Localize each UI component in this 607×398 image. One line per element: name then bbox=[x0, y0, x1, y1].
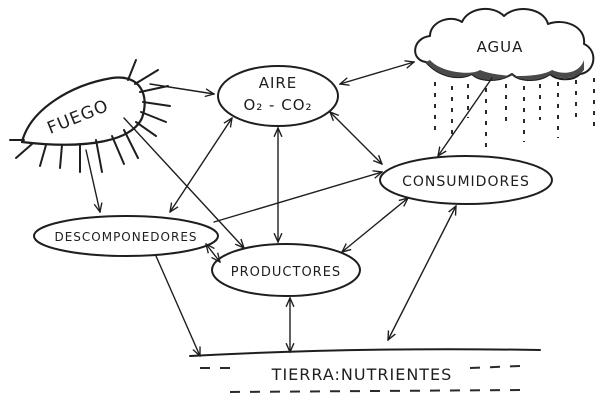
ground-hatching bbox=[200, 365, 521, 393]
arrow-aire-consumidores bbox=[330, 112, 382, 164]
arrow-agua-consumidores bbox=[438, 77, 493, 156]
consumidores-node: CONSUMIDORES bbox=[379, 155, 553, 205]
aire-formula: O₂ - CO₂ bbox=[243, 96, 312, 114]
arrows bbox=[85, 62, 493, 356]
arrow-aire-agua bbox=[340, 62, 414, 84]
productores-label: PRODUCTORES bbox=[231, 265, 341, 280]
tierra-node: TIERRA:NUTRIENTES bbox=[189, 348, 541, 393]
agua-node: AGUA bbox=[414, 7, 595, 150]
aire-node: AIRE O₂ - CO₂ bbox=[217, 65, 339, 127]
descomponedores-node: DESCOMPONEDORES bbox=[33, 215, 219, 257]
arrow-descomponedores-productores bbox=[206, 244, 220, 262]
fuego-node: FUEGO bbox=[9, 59, 171, 173]
arrow-aire-descomponedores bbox=[170, 118, 232, 212]
consumidores-label: CONSUMIDORES bbox=[402, 174, 530, 190]
arrow-descomponedores-tierra bbox=[155, 255, 200, 356]
descomponedores-label: DESCOMPONEDORES bbox=[54, 230, 197, 244]
agua-label: AGUA bbox=[477, 38, 524, 56]
arrow-fuego-productores bbox=[123, 117, 244, 248]
tierra-label: TIERRA:NUTRIENTES bbox=[271, 365, 453, 384]
aire-label: AIRE bbox=[259, 74, 298, 92]
aire-ellipse bbox=[217, 65, 339, 127]
consumidores-ellipse bbox=[379, 155, 553, 205]
ground-line bbox=[189, 348, 541, 357]
arrow-fuego-descomponedores bbox=[85, 149, 100, 212]
arrow-descomponedores-consumidores bbox=[213, 172, 382, 223]
descomponedores-ellipse bbox=[33, 215, 219, 257]
sun-rays bbox=[9, 59, 171, 173]
sun-body bbox=[20, 76, 146, 146]
cloud-shading bbox=[426, 60, 584, 80]
productores-ellipse bbox=[211, 243, 361, 297]
rain-drops bbox=[434, 78, 595, 150]
productores-node: PRODUCTORES bbox=[211, 243, 361, 297]
fuego-label: FUEGO bbox=[44, 96, 111, 139]
arrow-productores-consumidores bbox=[342, 198, 408, 252]
arrow-consumidores-tierra bbox=[388, 206, 456, 340]
arrow-fuego-aire bbox=[149, 83, 214, 94]
